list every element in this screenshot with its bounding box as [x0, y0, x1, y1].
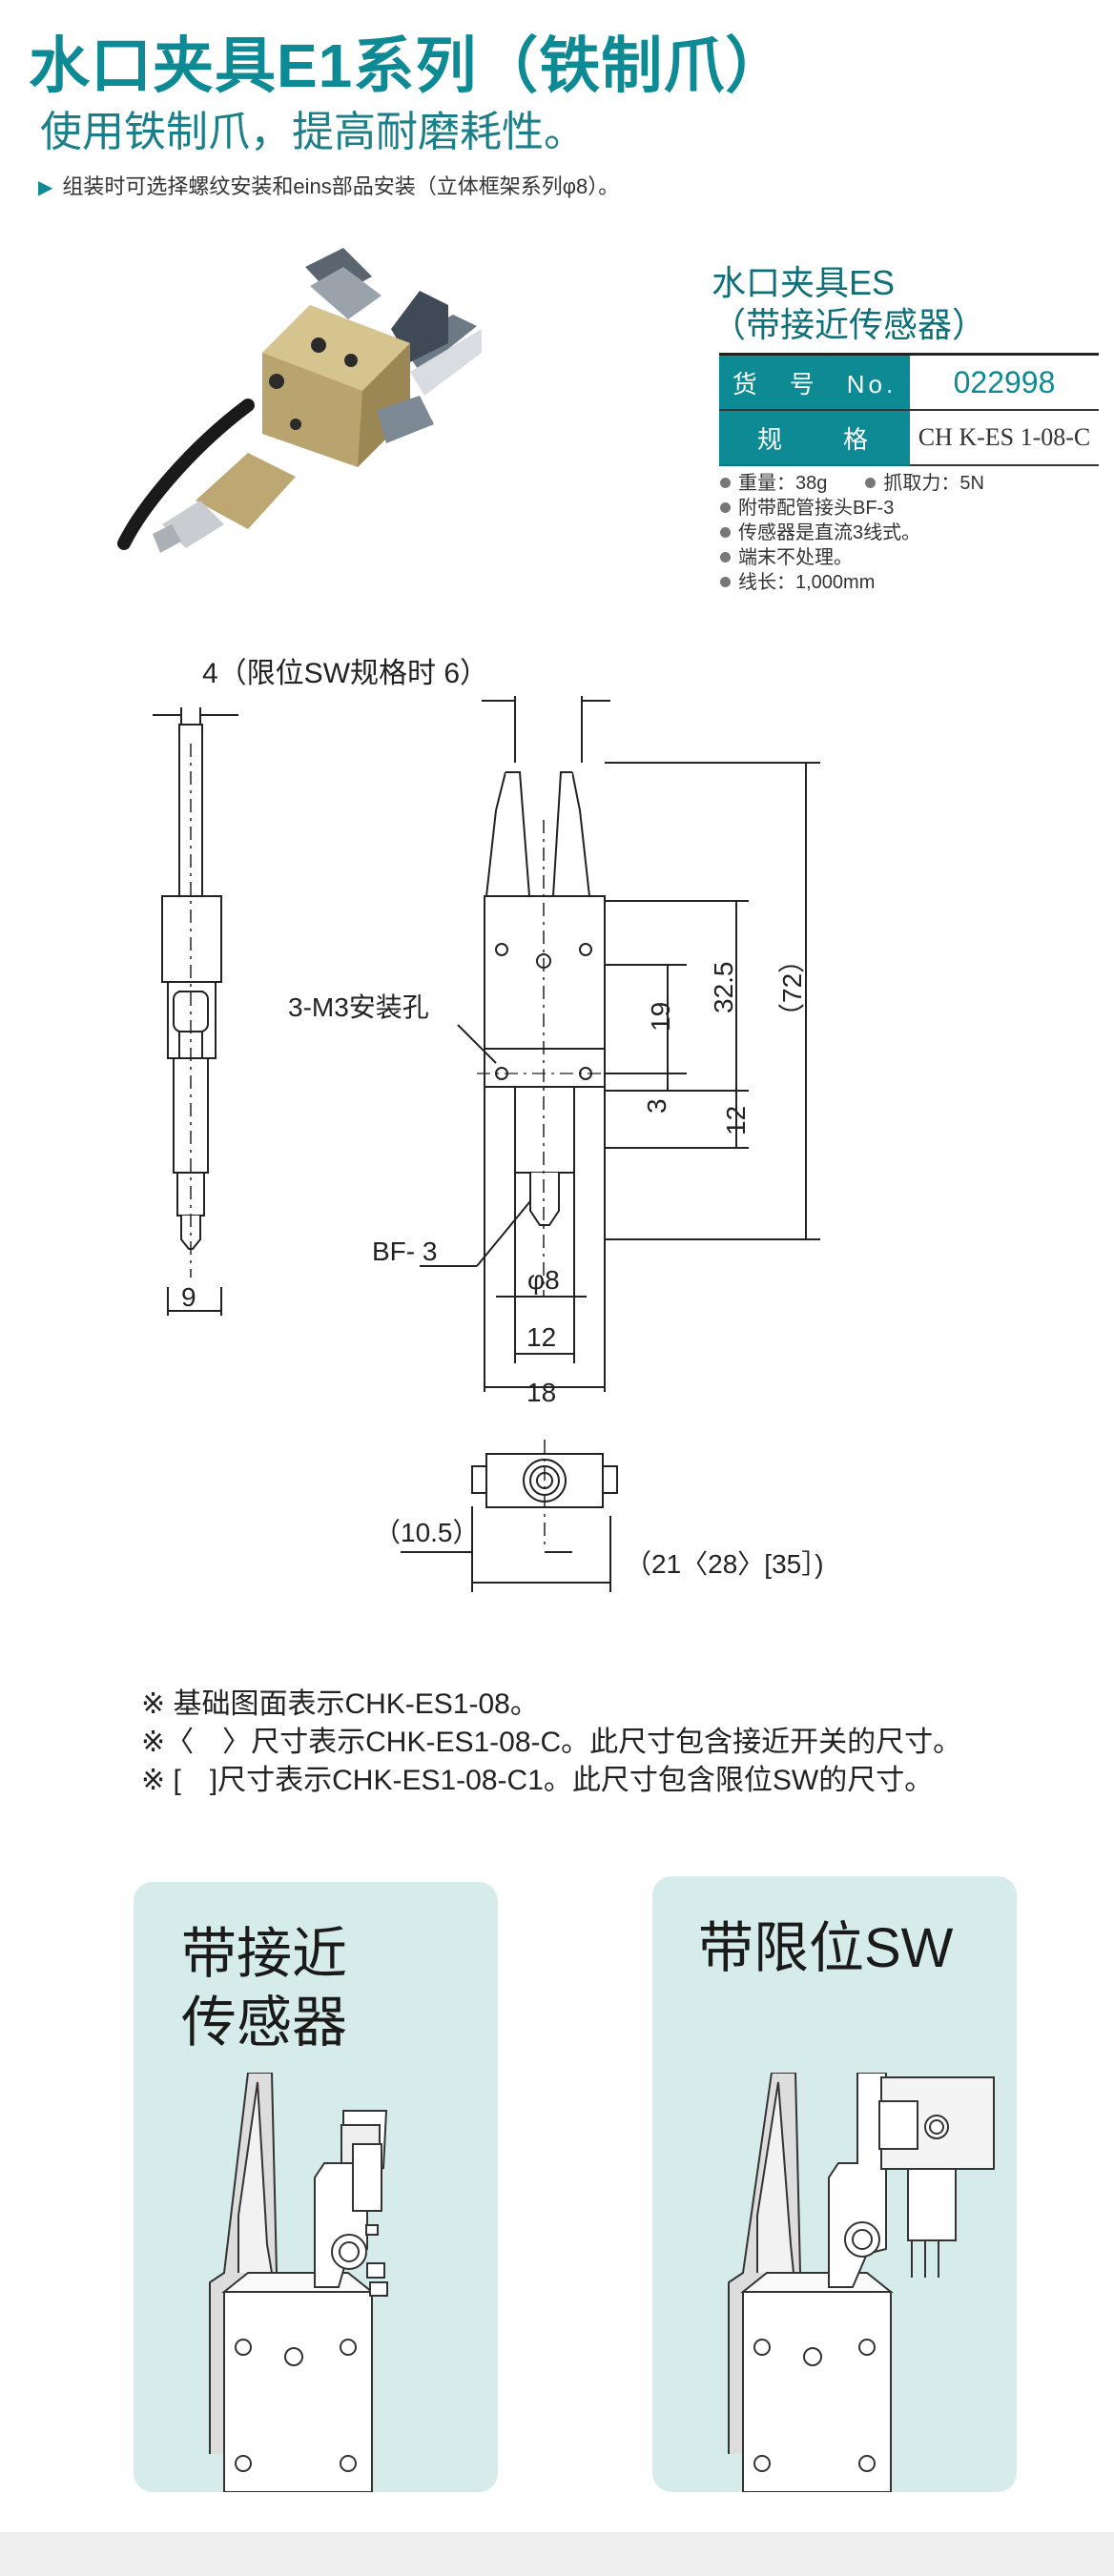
spec-item: 端末不处理。 [720, 545, 984, 570]
spec-sensor: 传感器是直流3线式。 [738, 522, 921, 543]
dim-72: （72） [777, 947, 807, 1030]
footnote-1: ※ 基础图面表示CHK-ES1-08。 [141, 1688, 539, 1720]
spec-item: 附带配管接头BF-3 [720, 496, 984, 521]
item-no-label: 货 号 No. [719, 353, 910, 411]
product-name-line1: 水口夹具ES [712, 263, 896, 302]
fitting-label: BF- 3 [372, 1237, 437, 1266]
dim-10-5: （10.5） [374, 1518, 480, 1547]
limit-switch-panel: 带限位SW [652, 1876, 1017, 2492]
bullet-dot-icon [865, 478, 877, 488]
bullet-dot-icon [720, 552, 731, 562]
page-title: 水口夹具E1系列（铁制爪） [29, 31, 788, 100]
proximity-sensor-illustration [209, 2073, 388, 2492]
bullet-dot-icon [720, 478, 731, 488]
dim-19: 19 [646, 1002, 675, 1032]
spec-item: 线长：1,000mm [720, 570, 984, 595]
product-name: 水口夹具ES （带接近传感器） [712, 262, 986, 346]
spec-value: CH K-ES 1-08-C [910, 410, 1099, 466]
spec-weight: 重量：38g [738, 473, 828, 494]
dim-18: 18 [526, 1378, 556, 1407]
spec-terminal: 端末不处理。 [738, 547, 853, 568]
proximity-panel-title-line2: 传感器 [181, 1992, 348, 2054]
spec-grip-force: 抓取力：5N [883, 473, 984, 494]
dim-9: 9 [181, 1282, 196, 1312]
hole-label: 3-M3安装孔 [288, 992, 429, 1022]
product-name-line2: （带接近传感器） [712, 305, 987, 344]
assembly-note-text: 组装时可选择螺纹安装和eins部品安装（立体框架系列φ8）。 [62, 174, 620, 198]
spec-row-model: 规 格 CH K-ES 1-08-C [719, 410, 1099, 466]
spec-wire-length: 线长：1,000mm [738, 572, 876, 593]
spec-table: 货 号 No. 022998 规 格 CH K-ES 1-08-C [719, 353, 1099, 466]
bullet-dot-icon [720, 502, 731, 513]
dim-21: （21〈28〉[35］) [625, 1549, 824, 1579]
dim-phi8: φ8 [527, 1265, 560, 1295]
limit-switch-panel-title: 带限位SW [698, 1917, 954, 1979]
dim-32-5: 32.5 [709, 962, 738, 1014]
dim-top-label: 4（限位SW规格时 6） [202, 658, 488, 689]
triangle-bullet-icon: ▶ [38, 177, 53, 198]
spec-label: 规 格 [719, 410, 910, 466]
limit-switch-illustration [728, 2073, 995, 2492]
proximity-panel-title-line1: 带接近 [181, 1923, 348, 1985]
item-no-value: 022998 [910, 353, 1099, 411]
spec-row-item-no: 货 号 No. 022998 [719, 353, 1099, 411]
proximity-panel-title: 带接近 传感器 [181, 1920, 347, 2057]
footer-bar [0, 2532, 1114, 2576]
product-photo [117, 248, 482, 553]
technical-drawing: 4（限位SW规格时 6） 9 19 32.5 （72） 3 12 3-M3安装孔… [153, 658, 824, 1592]
assembly-note: ▶ 组装时可选择螺纹安装和eins部品安装（立体框架系列φ8）。 [38, 170, 619, 200]
spec-item: 传感器是直流3线式。 [720, 521, 984, 545]
bullet-dot-icon [720, 527, 731, 538]
dim-12v: 12 [721, 1106, 751, 1135]
spec-fitting: 附带配管接头BF-3 [738, 498, 895, 519]
footnote-3: ※ [ ]尺寸表示CHK-ES1-08-C1。此尺寸包含限位SW的尺寸。 [141, 1765, 934, 1796]
spec-item: 重量：38g 抓取力：5N [720, 471, 984, 496]
dim-12: 12 [526, 1322, 556, 1352]
bullet-dot-icon [720, 577, 731, 587]
dim-3: 3 [642, 1098, 671, 1114]
proximity-sensor-panel: 带接近 传感器 [134, 1882, 498, 2492]
footnote-2: ※〈 〉尺寸表示CHK-ES1-08-C。此尺寸包含接近开关的尺寸。 [141, 1727, 962, 1758]
spec-list: 重量：38g 抓取力：5N 附带配管接头BF-3 传感器是直流3线式。 端末不处理… [720, 471, 984, 595]
page-subtitle: 使用铁制爪，提高耐磨耗性。 [40, 109, 586, 155]
